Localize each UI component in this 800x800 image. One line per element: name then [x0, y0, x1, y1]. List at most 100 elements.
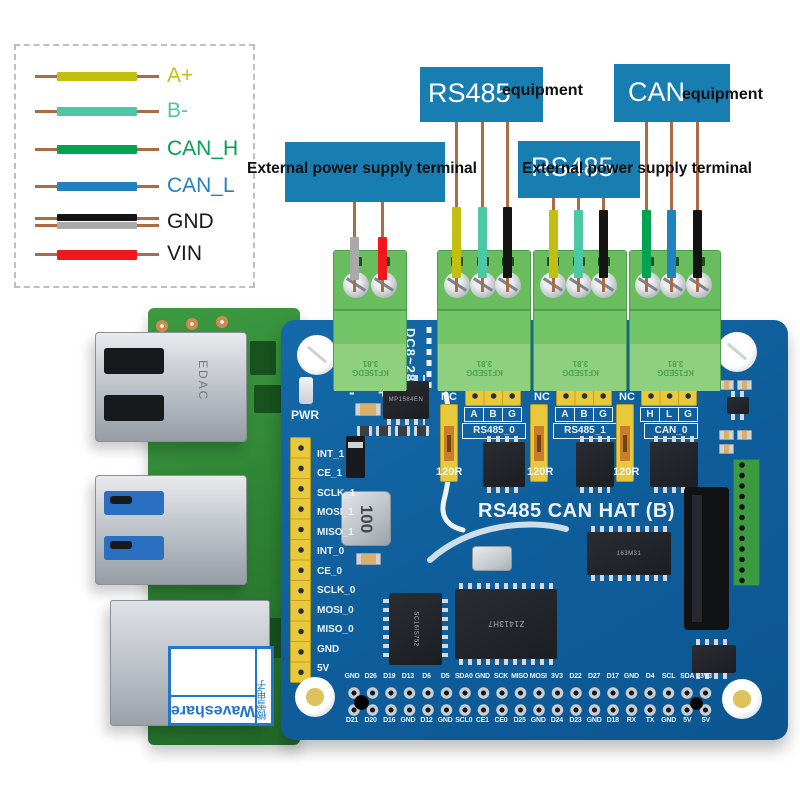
- gpio-pin-label: GND: [661, 717, 677, 724]
- pin-label: 5V: [317, 662, 330, 674]
- minus-mark: -: [349, 383, 355, 402]
- wire-lead: [696, 122, 699, 292]
- gpio-pin-label: D16: [383, 717, 396, 724]
- inductor-marking: 100: [357, 504, 376, 533]
- mounting-screw: [297, 335, 337, 375]
- gpio-pin-label: D22: [569, 673, 582, 680]
- isolator-chip: 163M31: [587, 526, 671, 581]
- pwr-led: [299, 377, 313, 404]
- legend-wire-swatch: [57, 72, 137, 81]
- capacitor: [356, 553, 381, 565]
- plus-mark: +: [378, 383, 388, 403]
- callout-rs485-label: RS485: [428, 78, 511, 108]
- gpio-pin-label: D19: [383, 673, 396, 680]
- callout-ext-power-left-text: External power supply terminal: [247, 160, 477, 177]
- callout-rs485-2-label: RS485: [531, 152, 614, 182]
- gpio-pin-label: GND: [344, 673, 360, 680]
- legend-wire-swatch: [57, 222, 137, 229]
- usb2-slot: [104, 395, 164, 421]
- gpio-pin-label: GND: [400, 717, 416, 724]
- diode: [346, 436, 365, 478]
- pin-label: INT_0: [317, 546, 345, 558]
- chip-marking: 163M31: [616, 550, 642, 557]
- gpio-pin-label: GND: [474, 673, 490, 680]
- wire-gnd-power: [350, 237, 359, 280]
- gpio-pin-label: SCL: [661, 673, 676, 680]
- pi-through-hole: [216, 316, 228, 328]
- gpio-pin-label: D24: [550, 717, 563, 724]
- pin-label: A: [555, 407, 575, 422]
- legend-wire-swatch: [57, 145, 137, 154]
- gpio-pin-label: SDA: [680, 673, 695, 680]
- wire-a-rs485-0: [452, 207, 461, 278]
- chip-marking: MP1584EN: [388, 397, 424, 403]
- gpio-pin-label: D5: [440, 673, 450, 680]
- rs485-1-120r-label: 120R: [527, 466, 554, 478]
- terminal-top: [334, 251, 406, 311]
- pin-label: MISO_0: [317, 624, 354, 636]
- pin-label: MOSI_0: [317, 604, 354, 616]
- legend-wire-swatch: [57, 214, 137, 221]
- usb2-slot: [104, 348, 164, 374]
- sticker-blank-area: [171, 649, 255, 695]
- nc-label-rs485-0: NC: [441, 391, 457, 403]
- black-connector: [684, 487, 729, 630]
- pin-label: SCLK_0: [317, 585, 356, 597]
- wire-b-rs485-1: [574, 210, 583, 278]
- rs485-0-120r-label: 120R: [436, 466, 463, 478]
- callout-ext-power-right-text: External power supply terminal: [522, 160, 752, 177]
- gpio-stacking-header: [733, 459, 760, 586]
- smd-resistor: [357, 426, 372, 436]
- capacitor: [719, 380, 734, 390]
- usb3-notch: [110, 496, 132, 504]
- sticker-main: Waveshare: [171, 649, 255, 723]
- chip-marking: SC16IS752: [412, 611, 419, 647]
- gpio-pin-label: CE0: [494, 717, 508, 724]
- pin-label: A: [464, 407, 484, 422]
- can-controller-chip: Z1413H7: [455, 583, 557, 665]
- gpio-pin-label: 5V: [683, 717, 692, 724]
- legend-wire-swatch: [57, 250, 137, 260]
- pwr-label: PWR: [291, 408, 319, 422]
- crystal-oscillator: [472, 546, 512, 571]
- capacitor: [737, 430, 752, 440]
- mounting-standoff: [722, 679, 762, 719]
- gpio-pin-label: D21: [345, 717, 359, 724]
- gpio-pin-label: CE1: [475, 717, 489, 724]
- legend-label: CAN_L: [167, 174, 235, 197]
- wire-canh-can0: [642, 210, 651, 278]
- gpio-hole-row: [345, 686, 715, 700]
- gpio-pin-label: D17: [606, 673, 619, 680]
- wire-gnd-rs485-1: [599, 210, 608, 278]
- callout-rs485-equipment: [420, 67, 543, 122]
- gpio-pin-label: TX: [645, 717, 655, 724]
- black-rivet: [354, 695, 369, 710]
- wire-gnd-rs485-0: [503, 207, 512, 278]
- gpio-pin-label: SCL0: [455, 717, 473, 724]
- gpio-pin-label: D18: [606, 717, 619, 724]
- mounting-screw: [717, 332, 757, 372]
- legend-label: B-: [167, 99, 188, 122]
- can-0-pin-labels: H L G: [640, 407, 698, 422]
- pin-label: B: [574, 407, 594, 422]
- legend-row: CAN_H: [16, 137, 253, 160]
- legend-label: GND: [167, 210, 214, 233]
- legend-wire-swatch: [57, 107, 137, 116]
- capacitor: [355, 403, 381, 416]
- callout-rs485-2: [518, 141, 640, 198]
- callout-rs485-equipment-text: equipment: [502, 82, 583, 99]
- legend-row: CAN_L: [16, 174, 253, 197]
- legend-label: A+: [167, 64, 194, 87]
- callout-can-equipment: [614, 64, 730, 122]
- sticker-brand: Waveshare: [171, 695, 255, 723]
- legend-row: B-: [16, 99, 253, 122]
- sot23-chip: [727, 391, 749, 420]
- uart-chip: SC16IS752: [383, 593, 448, 665]
- pin-label: CE_1: [317, 468, 343, 480]
- left-pin-labels: INT_1 CE_1 SCLK_1 MOSI_1 MISO_1 INT_0 CE…: [317, 450, 355, 674]
